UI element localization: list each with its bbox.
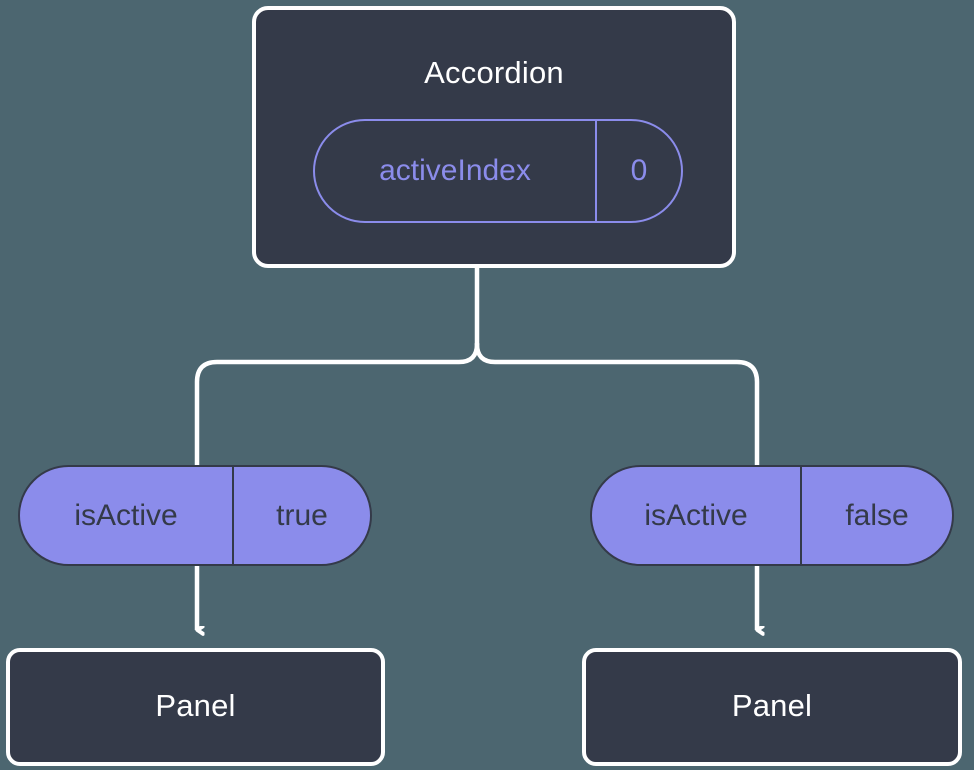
is-active-true-value: true [276, 498, 328, 532]
active-index-prop-value: 0 [630, 154, 648, 187]
active-index-prop-pill[interactable]: activeIndex 0 [313, 119, 683, 223]
panel-node-left-label: Panel [155, 687, 236, 723]
panel-node-right-label: Panel [731, 687, 813, 723]
connector-fork-left [194, 341, 480, 468]
is-active-true-pill[interactable]: isActive true [18, 465, 372, 566]
connector-fork-right [474, 341, 760, 468]
panel-node-right[interactable]: Panel [582, 648, 962, 766]
accordion-node[interactable]: Accordion activeIndex 0 [252, 6, 736, 268]
is-active-false-value: false [845, 498, 909, 532]
panel-node-left[interactable]: Panel [6, 648, 385, 766]
is-active-false-pill[interactable]: isActive false [590, 465, 954, 566]
is-active-false-key: isActive [592, 467, 802, 564]
active-index-prop-key: activeIndex [315, 121, 597, 221]
accordion-node-label: Accordion [424, 55, 564, 90]
is-active-true-key: isActive [20, 467, 234, 564]
